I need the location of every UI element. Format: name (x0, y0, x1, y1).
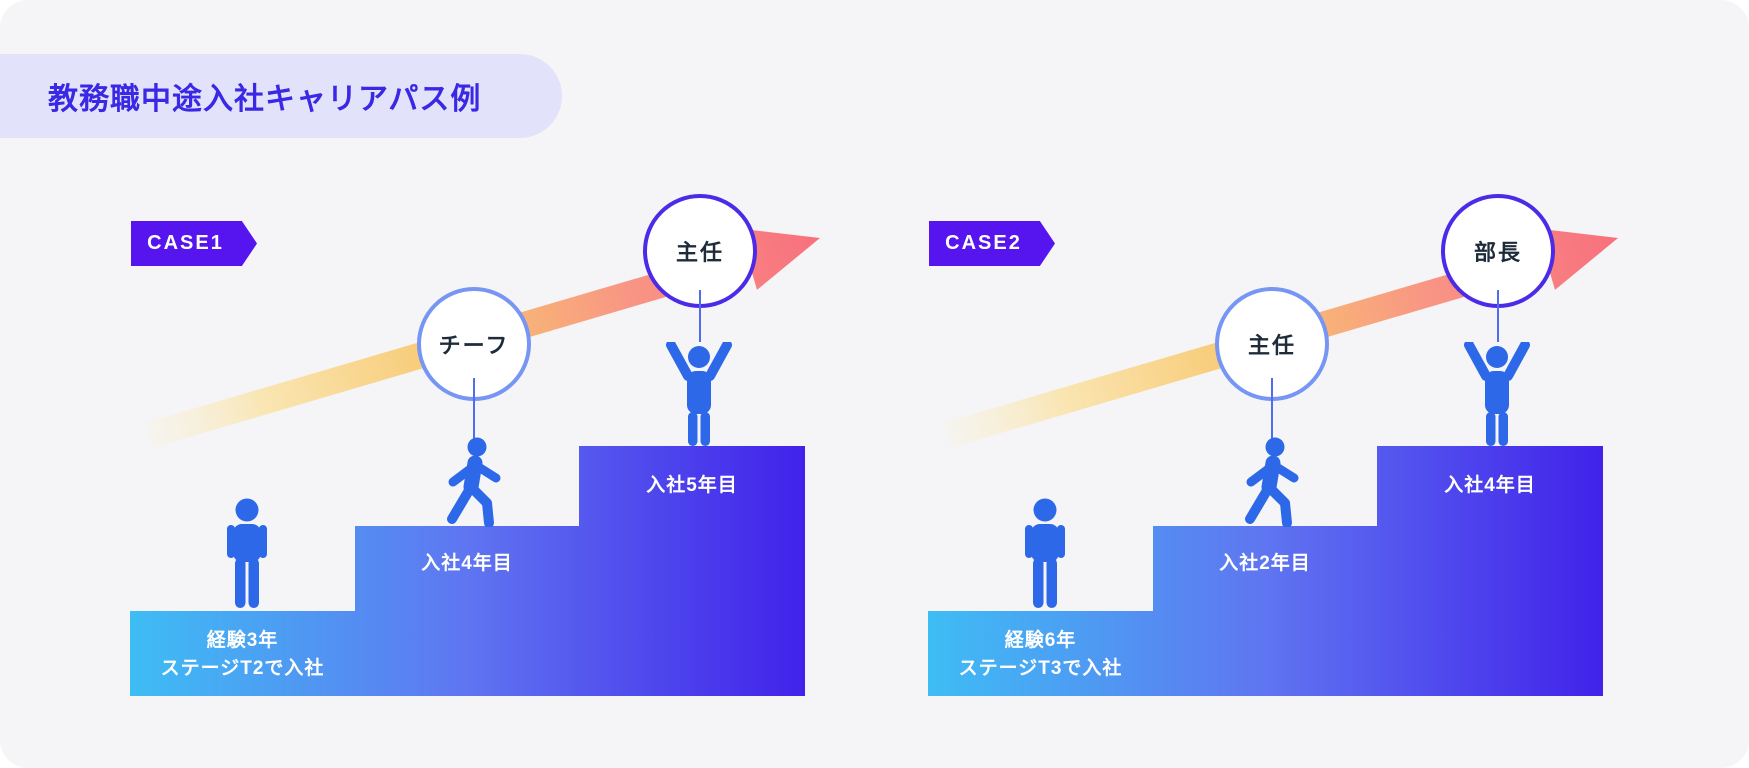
step-text-line: 入社2年目 (1219, 553, 1311, 574)
walking-person-icon (1245, 437, 1299, 527)
case1-tag: CASE1 (131, 221, 257, 266)
step2-label: 入社2年目 (1153, 550, 1377, 578)
step1-label: 経験6年 ステージT3で入社 (928, 627, 1153, 683)
standing-person-icon (1025, 498, 1065, 608)
connector-line-2 (1497, 290, 1499, 342)
case2-tag: CASE2 (929, 221, 1055, 266)
walking-person-icon (447, 437, 501, 527)
case2-block: CASE2 主任 部長 (798, 0, 1648, 768)
role-label: 部長 (1473, 240, 1522, 265)
connector-line-1 (473, 378, 475, 440)
step-text-line: 入社4年目 (1444, 475, 1536, 496)
step-text-line: 入社5年目 (646, 475, 738, 496)
role-label: 主任 (1247, 333, 1296, 358)
step-text-line: ステージT3で入社 (958, 658, 1123, 679)
connector-line-2 (699, 290, 701, 342)
step1-label: 経験3年 ステージT2で入社 (130, 627, 355, 683)
role-label: チーフ (438, 333, 510, 358)
connector-line-1 (1271, 378, 1273, 440)
step-text-line: 経験6年 (1004, 630, 1077, 651)
header-pill: 教務職中途入社キャリアパス例 (0, 54, 562, 138)
page-title: 教務職中途入社キャリアパス例 (48, 83, 482, 116)
case1-block: CASE1 チーフ 主任 (0, 0, 850, 768)
cheering-person-icon (666, 342, 732, 446)
step-text-line: 入社4年目 (421, 553, 513, 574)
step-text-line: ステージT2で入社 (160, 658, 325, 679)
standing-person-icon (227, 498, 267, 608)
role-circle-2: 主任 (643, 194, 757, 308)
cheering-person-icon (1464, 342, 1530, 446)
step3-label: 入社5年目 (579, 472, 805, 500)
role-label: 主任 (675, 240, 724, 265)
step3-label: 入社4年目 (1377, 472, 1603, 500)
step2-label: 入社4年目 (355, 550, 579, 578)
step-text-line: 経験3年 (206, 630, 279, 651)
